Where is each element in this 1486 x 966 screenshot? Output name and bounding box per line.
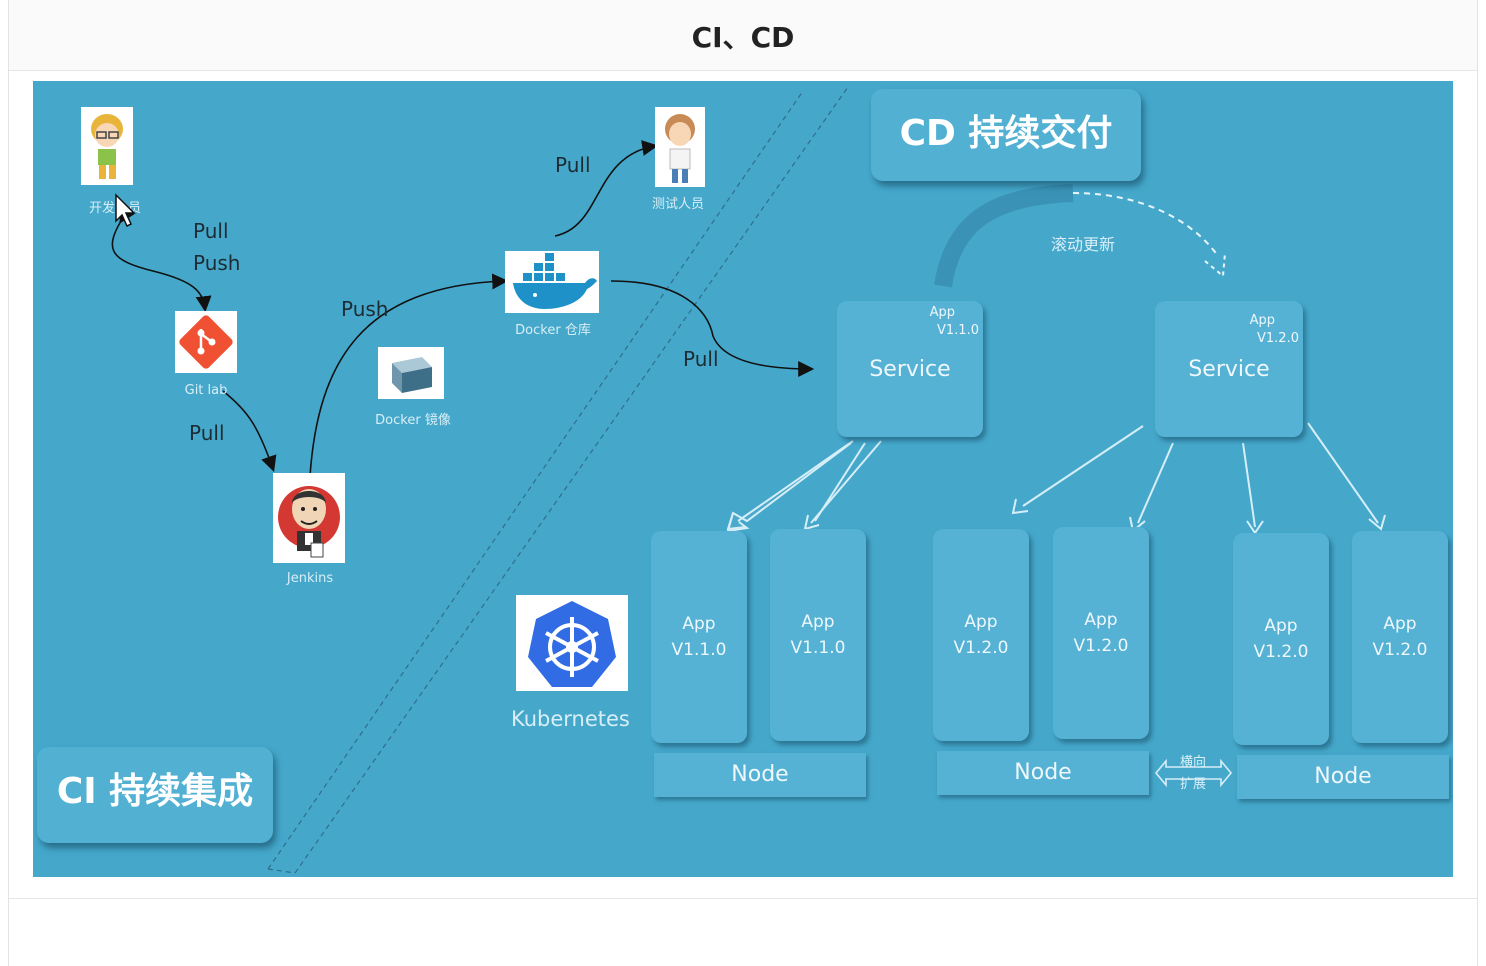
service-pod-arrows bbox=[726, 422, 1379, 533]
git-icon bbox=[179, 315, 233, 369]
developer-label: 开发人员 bbox=[88, 201, 141, 216]
kubernetes-logo bbox=[516, 595, 628, 691]
push-label-repo: Push bbox=[341, 297, 389, 321]
developer-icon bbox=[91, 114, 123, 179]
pull-label-jenkins: Pull bbox=[189, 421, 225, 445]
gitlab-logo bbox=[175, 311, 237, 373]
rolling-update-arrow-head bbox=[1072, 192, 1219, 257]
pod-app-label: App bbox=[682, 614, 716, 634]
phase-divider bbox=[267, 86, 849, 874]
jenkins-icon bbox=[278, 486, 340, 558]
docker-image-box bbox=[378, 347, 444, 399]
rolling-update-label: 滚动更新 bbox=[1050, 235, 1115, 254]
service-version-label: V1.1.0 bbox=[937, 323, 979, 338]
tester-avatar bbox=[655, 107, 705, 187]
tester-icon bbox=[665, 114, 695, 183]
horizontal-scale-label-2: 扩展 bbox=[1179, 777, 1206, 792]
jenkins-logo bbox=[273, 473, 345, 563]
jenkins-label: Jenkins bbox=[286, 571, 334, 586]
pod-version-label: V1.2.0 bbox=[1372, 640, 1428, 660]
service-app-label: App bbox=[929, 305, 955, 320]
docker-image-label: Docker 镜像 bbox=[375, 413, 451, 428]
arrow-dev-gitlab bbox=[111, 205, 212, 313]
rolling-update-arrow bbox=[934, 184, 1074, 288]
horizontal-scale-label-1: 横向 bbox=[1179, 755, 1206, 770]
arrow-repo-service bbox=[610, 280, 815, 377]
page-header: CI、CD bbox=[9, 0, 1477, 71]
node-box: Node bbox=[654, 753, 866, 797]
pod-version-label: V1.2.0 bbox=[953, 638, 1009, 658]
gitlab-label: Git lab bbox=[184, 383, 228, 398]
page-title: CI、CD bbox=[691, 21, 795, 54]
pull-label-gitlab: Pull bbox=[193, 219, 229, 243]
pod-box: App V1.2.0 bbox=[933, 529, 1029, 741]
kubernetes-helm-icon bbox=[528, 601, 616, 687]
developer-avatar bbox=[81, 107, 133, 185]
diagram-connectors bbox=[111, 86, 1386, 874]
pod-app-label: App bbox=[1383, 614, 1417, 634]
docker-whale-icon bbox=[513, 253, 597, 309]
pod-box: App V1.1.0 bbox=[651, 531, 747, 743]
service-app-label: App bbox=[1249, 313, 1275, 328]
node-box: Node bbox=[937, 751, 1149, 795]
footer-divider bbox=[9, 898, 1477, 899]
kubernetes-label: Kubernetes bbox=[511, 707, 630, 731]
service-version-label: V1.2.0 bbox=[1257, 331, 1299, 346]
pod-app-label: App bbox=[801, 612, 835, 632]
page-frame bbox=[8, 0, 1478, 966]
pod-version-label: V1.1.0 bbox=[671, 640, 727, 660]
tester-label: 测试人员 bbox=[651, 197, 704, 212]
pod-app-label: App bbox=[964, 612, 998, 632]
arrow-repo-tester bbox=[554, 140, 659, 237]
cicd-diagram: 开发人员 Pull Push Git lab Pull Jenkins P bbox=[33, 81, 1453, 877]
cd-title-card: CD 持续交付 bbox=[871, 89, 1141, 181]
ci-title-card: CI 持续集成 bbox=[37, 747, 273, 843]
arrow-jenkins-repo bbox=[309, 273, 509, 477]
pod-box: App V1.2.0 bbox=[1352, 531, 1448, 743]
container-icon bbox=[392, 357, 432, 393]
pod-box: App V1.2.0 bbox=[1053, 527, 1149, 739]
service-label: Service bbox=[869, 357, 951, 382]
pod-version-label: V1.1.0 bbox=[790, 638, 846, 658]
horizontal-scale-arrow bbox=[1154, 758, 1233, 788]
flow-arrows bbox=[111, 140, 815, 477]
pull-label-tester: Pull bbox=[555, 153, 591, 177]
pod-box: App V1.1.0 bbox=[770, 529, 866, 741]
service-box-v1: App V1.1.0 Service bbox=[837, 301, 983, 437]
pull-label-service: Pull bbox=[683, 347, 719, 371]
service-label: Service bbox=[1188, 357, 1270, 382]
arrow-gitlab-jenkins bbox=[222, 390, 277, 473]
docker-repo-logo bbox=[505, 251, 599, 313]
pod-box: App V1.2.0 bbox=[1233, 533, 1329, 745]
pod-app-label: App bbox=[1084, 610, 1118, 630]
docker-repo-label: Docker 仓库 bbox=[515, 323, 591, 338]
service-box-v2: App V1.2.0 Service bbox=[1155, 301, 1303, 437]
node-box: Node bbox=[1237, 755, 1449, 799]
pod-version-label: V1.2.0 bbox=[1253, 642, 1309, 662]
push-label-gitlab: Push bbox=[193, 251, 241, 275]
pod-version-label: V1.2.0 bbox=[1073, 636, 1129, 656]
pod-app-label: App bbox=[1264, 616, 1298, 636]
